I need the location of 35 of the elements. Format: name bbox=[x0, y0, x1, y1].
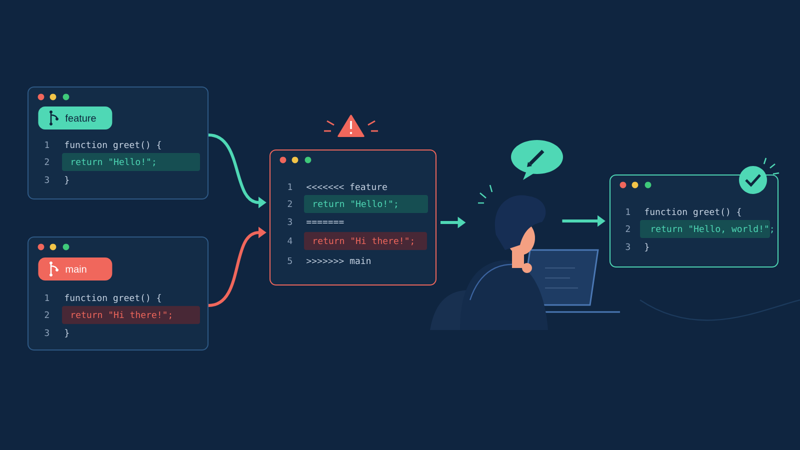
code-line: return "Hello!"; bbox=[72, 158, 155, 166]
line-number: 4 bbox=[288, 237, 292, 244]
line-number: 1 bbox=[45, 294, 50, 301]
line-number: 3 bbox=[44, 329, 49, 336]
code-line: } bbox=[65, 176, 69, 184]
code-line: } bbox=[645, 243, 649, 252]
line-number: 3 bbox=[44, 176, 49, 184]
line-number: 2 bbox=[626, 225, 630, 232]
branch-badge: main bbox=[38, 258, 112, 280]
line-number: 3 bbox=[626, 243, 630, 250]
code-line: ======= bbox=[306, 220, 344, 224]
code-line: } bbox=[65, 329, 69, 338]
code-line: function greet() { bbox=[65, 141, 161, 150]
code-line: <<<<<<< feature bbox=[306, 183, 387, 190]
line-number: 5 bbox=[288, 257, 292, 264]
line-number: 2 bbox=[44, 311, 49, 318]
line-number: 1 bbox=[45, 141, 50, 148]
code-line: return "Hello!"; bbox=[314, 200, 397, 208]
line-number: 1 bbox=[626, 208, 630, 215]
code-line: return "Hi there!"; bbox=[314, 237, 414, 246]
code-window bbox=[28, 86, 208, 200]
code-window bbox=[610, 174, 778, 268]
branch-badge: feature bbox=[38, 106, 112, 130]
code-window bbox=[270, 150, 436, 286]
code-line: return "Hi there!"; bbox=[72, 311, 172, 320]
line-number: 3 bbox=[288, 218, 292, 226]
line-number: 2 bbox=[288, 200, 292, 207]
code-window bbox=[28, 236, 208, 350]
code-line: return "Hello, world!"; bbox=[652, 225, 773, 234]
code-line: function greet() { bbox=[645, 208, 741, 217]
code-line: function greet() { bbox=[65, 294, 161, 303]
person-at-laptop-drawing bbox=[430, 195, 620, 330]
line-number: 1 bbox=[288, 183, 292, 190]
code-line: >>>>>>> main bbox=[306, 257, 370, 264]
line-number: 2 bbox=[44, 158, 49, 165]
